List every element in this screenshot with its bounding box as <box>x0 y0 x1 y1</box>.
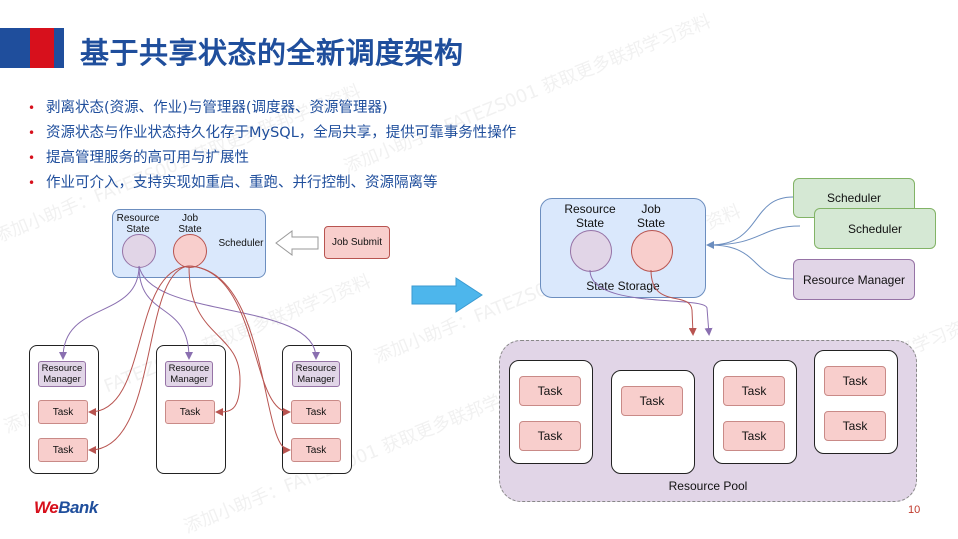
old-resource-manager: Resource Manager <box>292 361 340 387</box>
page-number: 10 <box>908 504 921 516</box>
old-resource-manager: Resource Manager <box>38 361 86 387</box>
old-task: Task <box>38 438 88 462</box>
rm-link <box>138 265 320 360</box>
bullet-item: •剥离状态(资源、作业)与管理器(调度器、资源管理器) <box>28 96 516 121</box>
scheduler-link <box>709 196 794 246</box>
bullet-icon: • <box>28 151 36 165</box>
task-link <box>188 265 291 416</box>
task-link <box>88 265 190 416</box>
new-connectors <box>589 196 800 336</box>
bullet-item: •作业可介入，支持实现如重启、重跑、并行控制、资源隔离等 <box>28 171 516 196</box>
new-resource-state-label: Resource State <box>564 202 616 230</box>
old-job-state-circle <box>173 234 207 268</box>
new-task: Task <box>621 386 683 416</box>
old-scheduler-label: Scheduler <box>218 238 264 249</box>
bullet-item: •资源状态与作业状态持久化存于MySQL，全局共享，提供可靠事务性操作 <box>28 121 516 146</box>
submit-arrow-icon <box>275 230 319 256</box>
bullet-list: •剥离状态(资源、作业)与管理器(调度器、资源管理器) •资源状态与作业状态持久… <box>28 96 516 196</box>
transition-arrow-icon <box>411 277 483 313</box>
old-connectors <box>59 265 320 454</box>
rm-link <box>59 265 140 360</box>
task-link <box>188 265 241 416</box>
old-task: Task <box>165 400 215 424</box>
new-task: Task <box>519 421 581 451</box>
task-link <box>88 265 190 454</box>
new-job-state-label: Job State <box>636 202 666 230</box>
old-task: Task <box>38 400 88 424</box>
old-task: Task <box>291 400 341 424</box>
pool-link-resource <box>589 269 713 336</box>
old-resource-manager: Resource Manager <box>165 361 213 387</box>
old-resource-state-circle <box>122 234 156 268</box>
bullet-icon: • <box>28 101 36 115</box>
old-resource-state-label: Resource State <box>116 213 160 235</box>
resource-manager-box: Resource Manager <box>793 259 915 300</box>
scheduler-box: Scheduler <box>814 208 936 249</box>
new-task: Task <box>723 376 785 406</box>
old-job-state-label: Job State <box>178 213 202 235</box>
slide-title: 基于共享状态的全新调度架构 <box>80 36 464 70</box>
rm-storage-link <box>709 244 794 280</box>
new-job-state-circle <box>631 230 673 272</box>
rm-link <box>138 265 193 360</box>
bullet-item: •提高管理服务的高可用与扩展性 <box>28 146 516 171</box>
old-task: Task <box>291 438 341 462</box>
title-bar-red <box>30 28 54 68</box>
state-storage-box <box>540 198 706 298</box>
resource-pool-label: Resource Pool <box>668 479 748 493</box>
pool-link-job <box>650 269 697 336</box>
new-task: Task <box>519 376 581 406</box>
task-link <box>188 265 291 454</box>
new-resource-state-circle <box>570 230 612 272</box>
webank-logo: WeBank <box>34 498 98 517</box>
new-task: Task <box>824 366 886 396</box>
new-task: Task <box>723 421 785 451</box>
job-submit-box: Job Submit <box>324 226 390 259</box>
new-task: Task <box>824 411 886 441</box>
bullet-icon: • <box>28 126 36 140</box>
bullet-icon: • <box>28 176 36 190</box>
scheduler-link <box>709 225 800 246</box>
